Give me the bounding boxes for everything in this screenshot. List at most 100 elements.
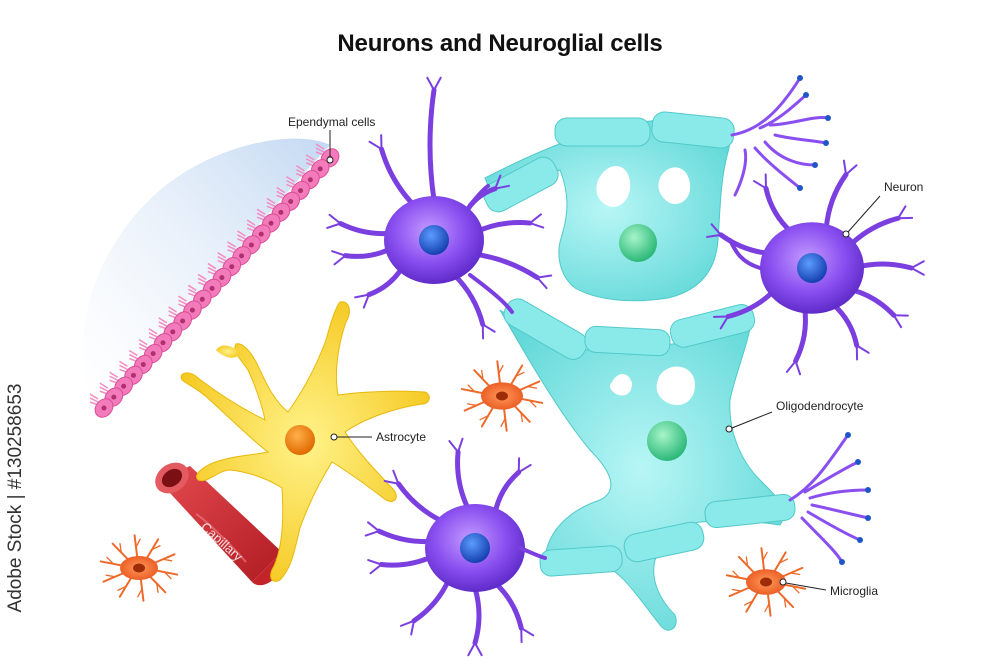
neuron-dendrite-branch <box>912 268 924 275</box>
ependymal-nucleus <box>219 275 224 280</box>
neuron-dendrite-branch <box>796 361 800 374</box>
microglia-process-branch <box>163 559 172 561</box>
ependymal-nucleus <box>200 297 205 302</box>
neuron-dendrite-branch <box>519 465 531 472</box>
ependymal-nucleus <box>298 188 303 193</box>
microglia-process-branch <box>106 575 115 577</box>
microglia-nucleus <box>133 564 145 573</box>
neuron-dendrite-branch <box>355 295 369 298</box>
microglia-process-branch <box>765 604 769 612</box>
neuron-dendrite-branch <box>401 621 414 626</box>
neuron-dendrite-branch <box>857 346 869 353</box>
ependymal-nucleus <box>151 351 156 356</box>
neuron-dendrite-branch <box>449 441 458 452</box>
neuron-dendrite <box>458 452 469 509</box>
microglia-nucleus <box>496 392 508 401</box>
axon-terminals-upper <box>732 78 828 195</box>
ependymal-nucleus <box>121 384 126 389</box>
diagram-title: Neurons and Neuroglial cells <box>0 30 1000 58</box>
ependymal-nucleus <box>210 286 215 291</box>
neuron-dendrite-branch <box>327 224 340 228</box>
neuron-dendrite-branch <box>330 215 341 224</box>
neuron-dendrite-branch <box>468 643 475 655</box>
neuron-dendrite-branch <box>368 560 381 564</box>
ependymal-nucleus <box>170 329 175 334</box>
neuron-dendrite-branch <box>334 256 345 265</box>
microglia-process-branch <box>528 387 537 389</box>
neuron-dendrite-branch <box>912 261 924 268</box>
ependymal-nucleus <box>190 308 195 313</box>
microglia-cell <box>462 361 542 431</box>
ependymal-nucleus <box>249 242 254 247</box>
neuron-dendrite <box>398 484 444 523</box>
oligodendrocyte-upper <box>479 111 735 301</box>
axon-terminals-lower <box>790 435 868 562</box>
neuron-dendrite-branch <box>844 161 846 175</box>
neuron-dendrite <box>495 583 521 628</box>
neuron-nucleus <box>460 533 490 563</box>
ependymal-nucleus <box>239 253 244 258</box>
microglia-process-branch <box>501 418 505 426</box>
microglia-process-branch <box>136 539 140 547</box>
ependymal-nucleus <box>111 395 116 400</box>
label-neuron: Neuron <box>884 180 923 194</box>
label-oligodendrocyte: Oligodendrocyte <box>776 399 863 413</box>
ependymal-nucleus <box>259 232 264 237</box>
microglia-cell <box>101 535 177 601</box>
ependymal-nucleus <box>308 177 313 182</box>
microglia-process-branch <box>791 573 800 575</box>
neuron-dendrite-branch <box>537 276 551 278</box>
neuron-cell <box>366 439 533 656</box>
microglia-process-branch <box>732 590 741 592</box>
neuron-dendrite-branch <box>411 621 414 635</box>
neuron-dendrite-branch <box>754 181 766 188</box>
neuron-nucleus <box>797 253 827 283</box>
neuron-dendrite <box>414 579 449 621</box>
label-ependymal-cells: Ependymal cells <box>288 115 375 129</box>
microglia-process-branch <box>763 552 767 560</box>
microglia-cell <box>727 548 805 616</box>
microglia-nucleus <box>760 578 772 587</box>
stock-watermark-id: Adobe Stock | #130258653 <box>2 418 30 578</box>
neuron-nucleus <box>419 225 449 255</box>
neuron-dendrite-branch <box>364 295 369 308</box>
neuron-dendrite-branch <box>371 564 382 573</box>
neuron-dendrite-branch <box>475 643 482 655</box>
neuron-dendrite-branch <box>434 78 441 90</box>
ependymal-nucleus <box>318 166 323 171</box>
neuron-dendrite <box>796 309 806 361</box>
neuron-dendrite-branch <box>530 223 543 227</box>
neuron-dendrite <box>475 588 479 643</box>
label-astrocyte: Astrocyte <box>376 430 426 444</box>
neuron-dendrite-branch <box>458 439 462 452</box>
neuron-dendrite-branch <box>521 628 533 635</box>
neuron-dendrite-branch <box>894 315 901 327</box>
label-microglia: Microglia <box>830 584 878 598</box>
microglia-process-branch <box>138 589 142 597</box>
neuron-dendrite <box>430 90 434 200</box>
ependymal-nucleus <box>131 373 136 378</box>
neuron-dendrite-branch <box>846 165 857 174</box>
neuron-dendrite <box>766 188 791 232</box>
ependymal-nucleus <box>180 319 185 324</box>
neuron-dendrite-branch <box>332 251 345 255</box>
neuron-dendrite <box>382 149 415 205</box>
neuron-dendrite-branch <box>530 214 541 223</box>
neuron-dendrite-branch <box>368 522 379 531</box>
neuron-dendrite-branch <box>370 142 382 149</box>
neuron-dendrite <box>495 472 519 513</box>
microglia-process-branch <box>468 404 477 406</box>
neuron-dendrite-branch <box>537 278 546 289</box>
neuron-dendrite <box>826 175 846 229</box>
ependymal-nucleus <box>102 406 107 411</box>
ependymal-nucleus <box>160 340 165 345</box>
ependymal-nucleus <box>278 210 283 215</box>
ependymal-nucleus <box>229 264 234 269</box>
neuron-dendrite-branch <box>898 206 905 218</box>
neuron-dendrite <box>472 254 538 278</box>
microglia-process-branch <box>499 366 503 374</box>
neuron-dendrite <box>833 304 857 345</box>
ependymal-nucleus <box>269 221 274 226</box>
